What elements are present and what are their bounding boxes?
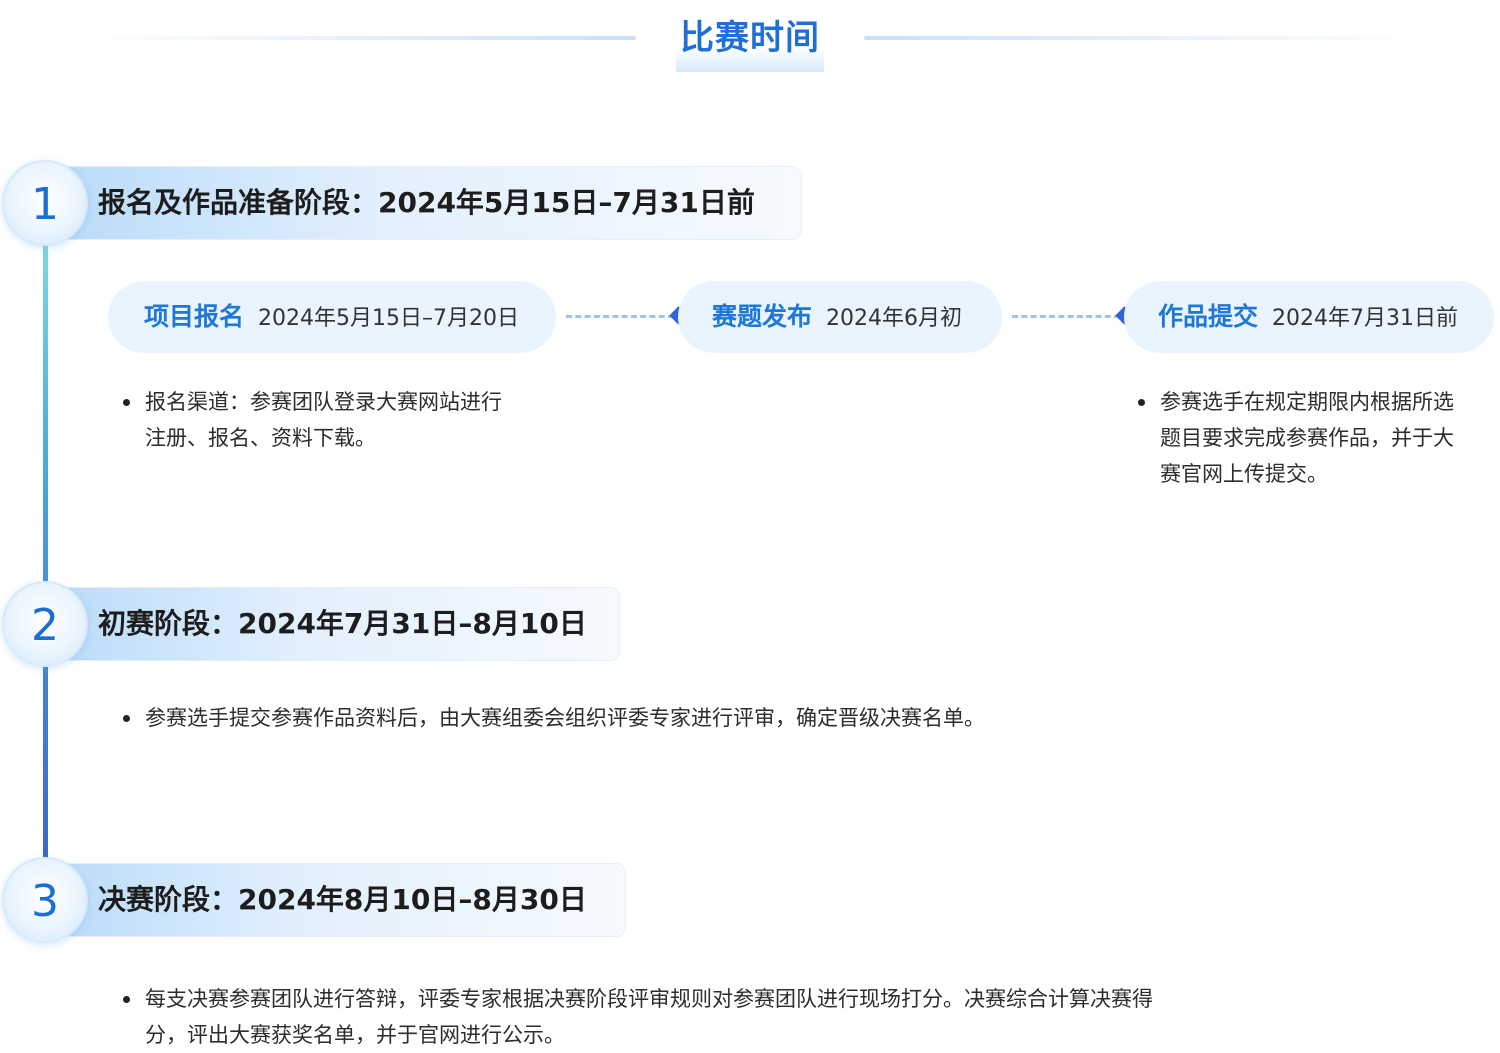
- note-line: 赛官网上传提交。: [1160, 462, 1328, 486]
- stage-2-note: 参赛选手提交参赛作品资料后，由大赛组委会组织评委专家进行评审，确定晋级决赛名单。: [123, 700, 1245, 736]
- note-line: 参赛选手提交参赛作品资料后，由大赛组委会组织评委专家进行评审，确定晋级决赛名单。: [145, 706, 985, 730]
- phase-topic-release-name: 赛题发布: [712, 302, 813, 331]
- stage-1-number: 1: [2, 160, 88, 246]
- page-title: 比赛时间: [680, 18, 820, 58]
- phase-register: 项目报名 2024年5月15日–7月20日: [108, 281, 556, 353]
- stage-3-number: 3: [2, 857, 88, 943]
- bullet-dot: [123, 399, 130, 406]
- note-line: 参赛选手在规定期限内根据所选: [1160, 390, 1454, 414]
- phase-register-date: 2024年5月15日–7月20日: [258, 306, 519, 331]
- note-line: 每支决赛参赛团队进行答辩，评委专家根据决赛阶段评审规则对参赛团队进行现场打分。决…: [145, 987, 1153, 1011]
- note-line: 报名渠道：参赛团队登录大赛网站进行: [145, 390, 502, 414]
- phase-register-name: 项目报名: [144, 302, 245, 331]
- stage-1-submit-note: 参赛选手在规定期限内根据所选 题目要求完成参赛作品，并于大 赛官网上传提交。: [1138, 384, 1500, 492]
- title-divider-left: [80, 36, 636, 40]
- phase-submission-name: 作品提交: [1158, 302, 1259, 331]
- note-line: 题目要求完成参赛作品，并于大: [1160, 426, 1454, 450]
- note-line: 分，评出大赛获奖名单，并于官网进行公示。: [145, 1023, 565, 1047]
- phase-topic-release: 赛题发布 2024年6月初: [678, 281, 1002, 353]
- page-title-block: 比赛时间: [676, 10, 824, 72]
- phase-submission: 作品提交 2024年7月31日前: [1124, 281, 1494, 353]
- bullet-dot: [1138, 399, 1145, 406]
- stage-3-note: 每支决赛参赛团队进行答辩，评委专家根据决赛阶段评审规则对参赛团队进行现场打分。决…: [123, 981, 1335, 1053]
- title-divider-right: [864, 36, 1420, 40]
- stage-1-bar: [46, 166, 802, 240]
- note-line: 注册、报名、资料下载。: [145, 426, 376, 450]
- stage-3-title: 决赛阶段：2024年8月10日–8月30日: [98, 883, 587, 916]
- stage-1-register-note: 报名渠道：参赛团队登录大赛网站进行 注册、报名、资料下载。: [123, 384, 575, 456]
- bullet-dot: [123, 715, 130, 722]
- phase-connector-1: [566, 315, 674, 318]
- stage-2-title: 初赛阶段：2024年7月31日–8月10日: [98, 607, 587, 640]
- phase-topic-release-date: 2024年6月初: [826, 306, 963, 331]
- timeline-line: [43, 240, 48, 860]
- stage-3-bar: [46, 863, 626, 937]
- bullet-dot: [123, 996, 130, 1003]
- phase-submission-date: 2024年7月31日前: [1272, 306, 1458, 331]
- phase-connector-2: [1012, 315, 1120, 318]
- stage-2-number: 2: [2, 581, 88, 667]
- stage-2-bar: [46, 587, 620, 661]
- stage-1-title: 报名及作品准备阶段：2024年5月15日–7月31日前: [98, 186, 755, 219]
